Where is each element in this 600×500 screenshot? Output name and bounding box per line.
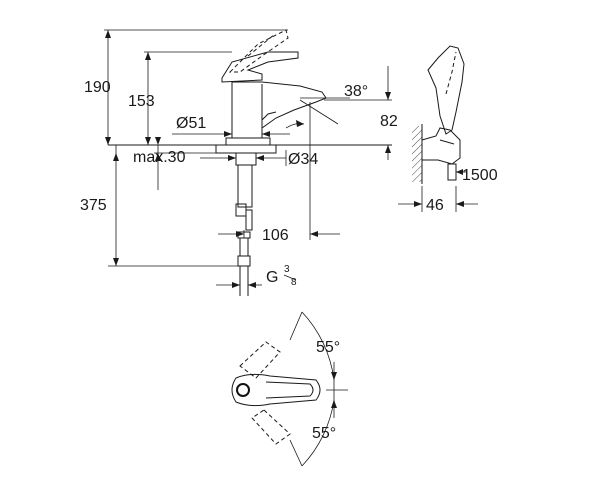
dim-46: 46: [426, 197, 444, 214]
dim-82: 82: [380, 113, 398, 130]
dim-55deg-top: 55°: [316, 339, 340, 356]
dim-153: 153: [128, 93, 155, 110]
dim-thread-num: 3: [284, 264, 290, 275]
lever-right-position: [251, 409, 291, 445]
lever-open-outline: [228, 29, 289, 73]
shower-hose: [447, 163, 457, 181]
wall: [412, 126, 422, 182]
hand-shower-view: 1500 46: [398, 45, 498, 214]
dim-thread-g: G: [266, 269, 278, 286]
shower-holder: [421, 127, 461, 165]
dim-1500: 1500: [462, 167, 498, 184]
deck-clamp: [215, 144, 277, 154]
dim-106: 106: [262, 227, 289, 244]
dim-190: 190: [84, 79, 111, 96]
dim-d51: Ø51: [176, 115, 206, 132]
faucet-body: [231, 81, 327, 139]
faucet-side-view: 190 153 Ø51 max.30 Ø34 375: [80, 29, 398, 296]
lever: [221, 51, 299, 83]
plan-body: [231, 373, 321, 407]
lever-left-position: [239, 341, 281, 379]
shower-head: [427, 45, 465, 135]
aerator: [236, 383, 250, 397]
faucet-plan-view: 55° 55°: [231, 311, 348, 467]
dim-55deg-bottom: 55°: [312, 425, 336, 442]
dim-d34: Ø34: [288, 151, 318, 168]
base-plate: [225, 137, 271, 146]
supply-hose: [237, 164, 253, 208]
dim-375: 375: [80, 197, 107, 214]
dim-38deg: 38°: [344, 83, 368, 100]
dim-thread-den: 8: [291, 277, 297, 288]
dim-max30: max.30: [133, 149, 186, 166]
